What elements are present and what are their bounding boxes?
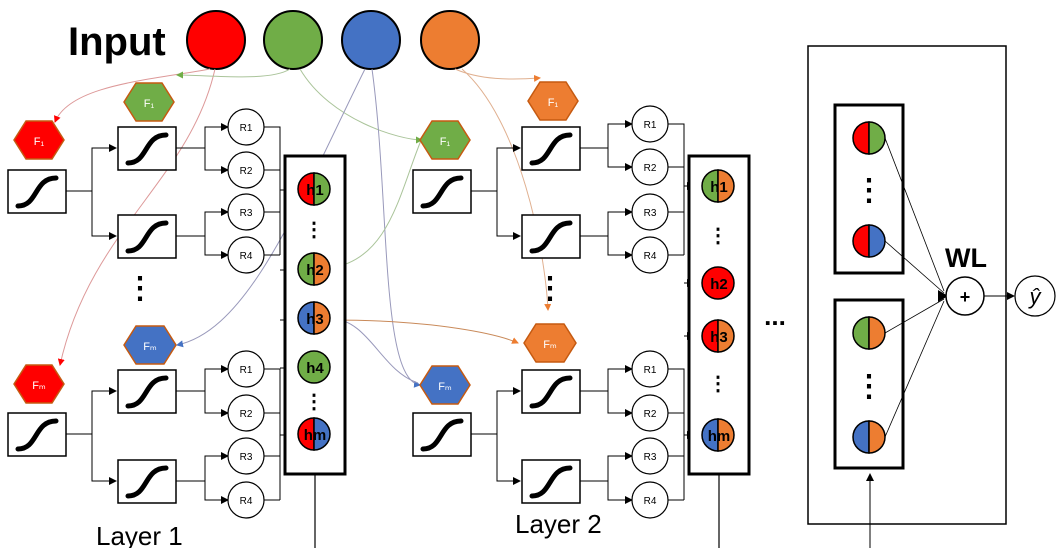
svg-text:Fₘ: Fₘ: [143, 341, 157, 353]
layer1-h-label: h2: [306, 262, 324, 279]
layer2-label: Layer 2: [515, 509, 602, 539]
layer2-feature-hex-orange-bottom: Fₘ: [523, 323, 577, 363]
layer1-r-node: [227, 481, 265, 519]
layer1-ellipsis: ⋮: [125, 272, 155, 305]
layer1-h-ellipsis: ⋮: [304, 219, 324, 241]
input-node-orange: [420, 10, 480, 70]
layer2-r-node: [631, 437, 669, 475]
layer1-r-node: [227, 236, 265, 274]
layer1-r-node: [227, 193, 265, 231]
layer2-r-node: [631, 148, 669, 186]
layer-2: F₁ F₁ Fₘ Fₘ: [412, 81, 751, 548]
svg-text:Fₘ: Fₘ: [32, 380, 46, 392]
sum-symbol: +: [960, 287, 971, 307]
layer1-feature-hex-red-top: F₁: [13, 120, 65, 160]
layer1-h-label: h3: [306, 311, 324, 328]
svg-text:Fₘ: Fₘ: [543, 339, 557, 351]
input-node-green: [263, 10, 323, 70]
layer1-r-node: [227, 437, 265, 475]
layer1-r-label: R3: [240, 208, 253, 219]
output-top-ellipsis: ⋮: [854, 174, 884, 207]
between-layers-ellipsis: ...: [764, 301, 786, 331]
layer1-r-label: R4: [240, 496, 253, 507]
layer1-r-label: R1: [240, 365, 253, 376]
layer2-feature-hex-green: F₁: [419, 120, 471, 160]
layer2-r-label: R2: [644, 163, 657, 174]
prediction-label: ŷ: [1028, 284, 1043, 309]
layer1-h-label: hm: [304, 427, 327, 444]
output-block: ⋮ ⋮ + WL ŷ: [807, 45, 1056, 548]
layer1-feature-hex-green-top: F₁: [123, 82, 175, 122]
layer2-ellipsis: ⋮: [535, 272, 565, 305]
layer2-r-label: R3: [644, 208, 657, 219]
layer1-r-node: [227, 350, 265, 388]
svg-text:F₁: F₁: [440, 136, 451, 148]
layer-1: F₁ F₁ Fₘ Fₘ: [7, 82, 347, 548]
layer2-r-label: R3: [644, 452, 657, 463]
svg-text:F₁: F₁: [144, 98, 155, 110]
layer2-r-label: R1: [644, 365, 657, 376]
layer1-h-label: h4: [306, 360, 324, 377]
layer2-r-label: R4: [644, 251, 657, 262]
layer1-r-node: [227, 394, 265, 432]
layer2-r-node: [631, 193, 669, 231]
layer1-r-label: R4: [240, 251, 253, 262]
input-node-blue: [341, 10, 401, 70]
prediction-node: [1014, 275, 1056, 317]
layer1-feature-hex-red-bottom: Fₘ: [13, 364, 65, 404]
layer1-h-ellipsis: ⋮: [304, 391, 324, 413]
layer2-h-label: h1: [710, 179, 728, 196]
input-title: Input: [68, 20, 166, 64]
layer2-h-ellipsis: ⋮: [708, 373, 728, 395]
output-bottom-ellipsis: ⋮: [854, 370, 884, 403]
layer2-h-label: h3: [710, 329, 728, 346]
layer2-feature-hex-orange-top: F₁: [527, 81, 579, 121]
layer2-r-node: [631, 105, 669, 143]
layer2-feature-hex-blue: Fₘ: [419, 365, 471, 405]
weight-label: WL: [945, 243, 987, 273]
svg-text:F₁: F₁: [548, 97, 559, 109]
svg-text:F₁: F₁: [34, 136, 45, 148]
layer1-r-label: R3: [240, 452, 253, 463]
layer2-r-node: [631, 394, 669, 432]
layer2-h-label: h2: [710, 276, 728, 293]
layer1-r-node: [227, 151, 265, 189]
layer1-r-node: [227, 108, 265, 146]
layer1-r-label: R2: [240, 166, 253, 177]
layer2-r-node: [631, 350, 669, 388]
layer2-h-label: hm: [708, 428, 731, 445]
layer1-feature-hex-blue: Fₘ: [123, 325, 177, 365]
layer1-hidden-nodes: [297, 172, 331, 451]
layer1-label: Layer 1: [96, 521, 183, 548]
layer2-r-label: R1: [644, 120, 657, 131]
layer1-h-label: h1: [306, 182, 324, 199]
layer2-h-ellipsis: ⋮: [708, 225, 728, 247]
layer2-r-node: [631, 236, 669, 274]
layer2-hidden-nodes: [701, 169, 735, 452]
input-node-red: [186, 10, 246, 70]
layer1-r-label: R2: [240, 409, 253, 420]
layer2-r-label: R2: [644, 409, 657, 420]
layer2-r-node: [631, 481, 669, 519]
svg-text:Fₘ: Fₘ: [438, 381, 452, 393]
layer2-r-label: R4: [644, 496, 657, 507]
layer1-r-label: R1: [240, 123, 253, 134]
